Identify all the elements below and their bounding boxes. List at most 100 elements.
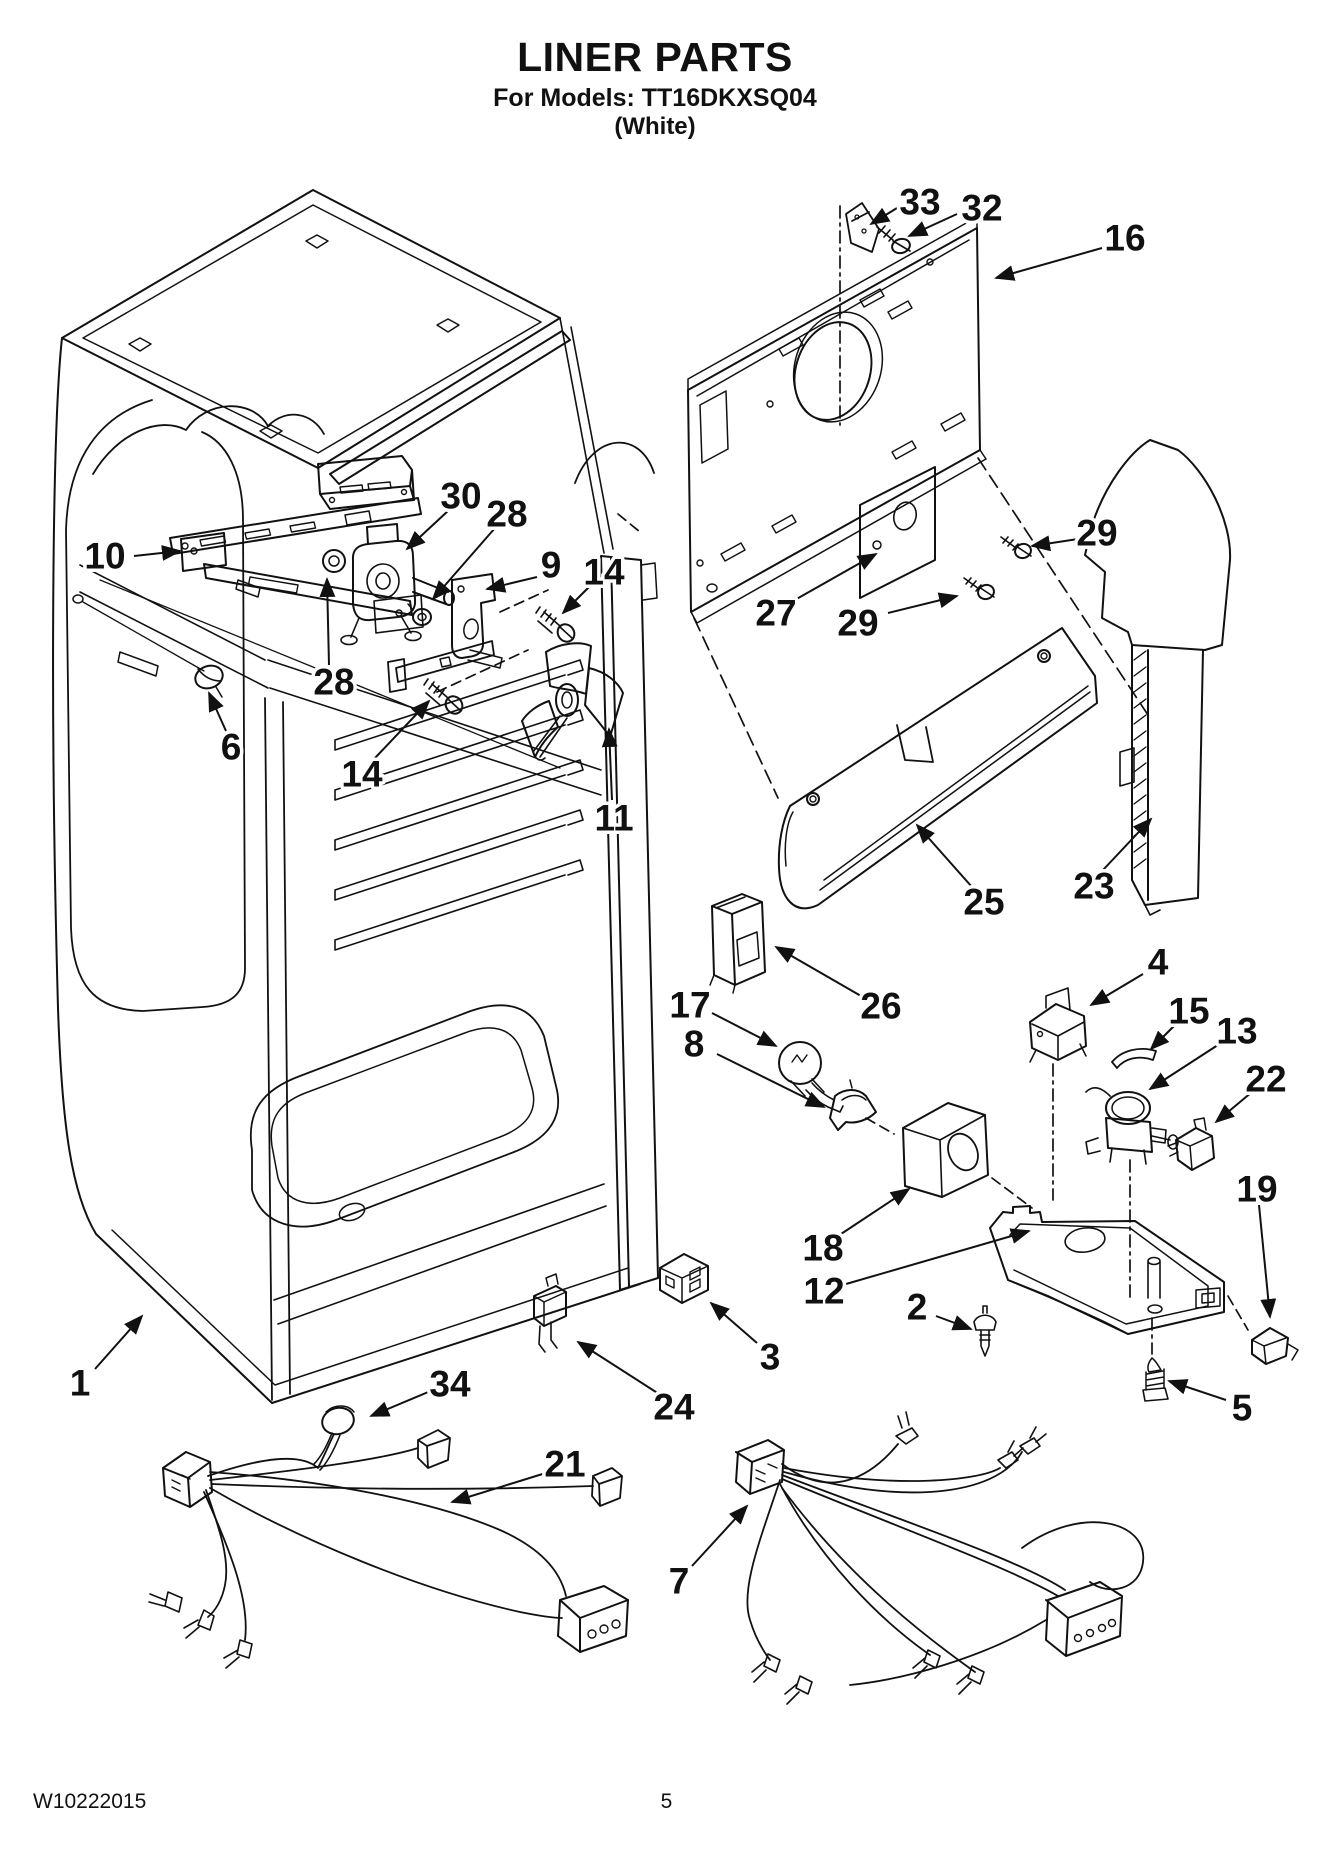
connector-22 [1167,1117,1215,1171]
callout-arrow-3 [709,1301,758,1344]
screw-14-right [535,606,576,643]
callout-arrow-29-2 [1030,535,1079,552]
clip-33 [845,202,880,253]
center-mullion [600,555,659,1291]
callout-label-24: 24 [653,1387,695,1428]
callout-label-27: 27 [755,593,796,634]
callout-label-14-2: 14 [341,754,383,795]
bracket-10 [180,532,424,634]
callout-label-30: 30 [440,476,481,517]
callout-label-21: 21 [544,1444,585,1485]
callout-arrow-8 [716,1053,826,1108]
callout-arrow-22 [1214,1091,1253,1124]
duct-cover-25 [777,627,1098,910]
callout-label-8: 8 [684,1024,705,1065]
callout-label-19: 19 [1236,1169,1277,1210]
callout-label-26: 26 [860,986,901,1027]
callout-label-28-2: 28 [313,662,354,703]
callout-arrow-30 [405,509,450,551]
liner-cabinet [52,189,659,1404]
callout-label-11: 11 [594,798,633,839]
tube-15 [1111,1048,1157,1069]
evaporator-fan-motor-30 [340,523,455,646]
wire-harness-7 [735,1411,1144,1705]
callout-arrow-24 [576,1340,660,1395]
callout-label-2: 2 [907,1287,928,1328]
callout-arrow-2 [935,1315,973,1331]
callout-arrow-21 [450,1471,550,1505]
screw-2 [973,1305,997,1357]
callout-arrow-16 [994,247,1103,281]
callout-arrow-19 [1258,1204,1277,1319]
callout-arrow-28-2 [319,577,336,666]
grommet-28 [322,549,346,573]
screw-29-upper [1000,536,1032,560]
callout-arrow-11 [601,727,618,801]
defrost-control-4 [1029,987,1087,1063]
sensor-plug-34 [313,1405,355,1471]
callout-arrow-26 [774,946,862,997]
callout-label-34: 34 [429,1364,471,1405]
callout-label-5: 5 [1232,1388,1253,1429]
motor-bracket-9 [387,573,503,693]
callout-label-29: 29 [837,603,878,644]
callout-arrow-28 [431,527,496,601]
callout-label-32: 32 [961,188,1002,229]
lamp-housing-18 [902,1102,989,1198]
clip-19 [1251,1327,1299,1365]
bulb-socket-8 [829,1079,877,1131]
lamp-socket-cover-26 [709,893,766,994]
callout-label-7: 7 [669,1561,690,1602]
callout-arrow-14 [561,584,592,615]
callout-label-29-2: 29 [1076,513,1117,554]
callout-label-4: 4 [1148,942,1169,983]
callout-arrow-27 [792,553,878,602]
callout-label-22: 22 [1245,1059,1286,1100]
callout-label-9: 9 [541,545,562,586]
callout-label-12: 12 [803,1271,844,1312]
callout-arrow-7 [691,1504,749,1567]
callout-arrow-25 [915,823,973,888]
callout-label-15: 15 [1168,991,1209,1032]
callout-label-1: 1 [70,1363,91,1404]
clip-3 [659,1253,709,1304]
callout-label-16: 16 [1104,218,1145,259]
callout-label-25: 25 [963,882,1004,923]
control-bracket-12 [989,1205,1225,1335]
cover-plate-27 [859,466,936,599]
callout-arrow-13 [1148,1042,1222,1091]
screw-5 [1142,1357,1169,1402]
finish-subtitle: (White) [614,112,696,140]
callout-label-18: 18 [802,1228,843,1269]
screw-14-left [423,678,464,715]
callout-arrow-15 [1149,1023,1177,1051]
thermostat-13 [1085,1087,1179,1165]
document-number: W10222015 [33,1790,147,1813]
callout-arrow-4 [1089,973,1144,1007]
screw-29-lower [963,577,995,601]
callout-label-14: 14 [583,552,625,593]
callout-arrow-18 [840,1187,911,1235]
light-bulb-17 [778,1041,844,1113]
callout-label-28: 28 [486,494,527,535]
callout-arrow-17 [711,1012,778,1047]
fan-blade-11 [521,642,624,761]
callout-arrow-29 [887,592,959,614]
bushing-28 [407,603,432,626]
assembly-axis-lines [436,205,1249,1355]
callout-arrow-9 [485,576,538,593]
callout-label-6: 6 [221,727,242,768]
callout-arrow-6 [208,691,227,732]
page-header: LINER PARTS For Models: TT16DKXSQ04 (Whi… [0,34,1310,140]
models-subtitle: For Models: TT16DKXSQ04 [493,84,817,113]
callout-arrow-14-2 [374,699,431,759]
evaporator-cover-panel-16 [687,216,987,624]
screw-32 [876,225,911,255]
air-tower-23 [1084,439,1232,916]
callout-label-33: 33 [899,182,940,223]
page-title: LINER PARTS [517,34,793,80]
callout-arrow-12 [845,1228,1031,1285]
